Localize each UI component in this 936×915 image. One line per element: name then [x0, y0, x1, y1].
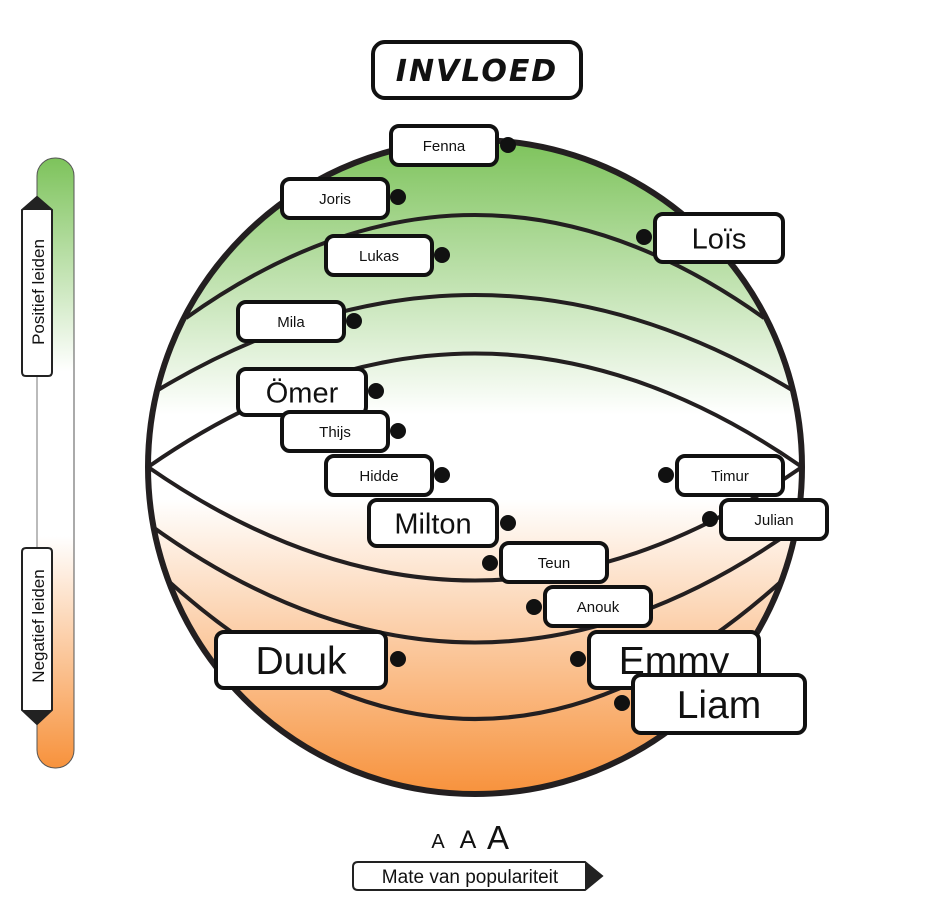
name-box	[324, 234, 434, 277]
name-box	[543, 585, 653, 628]
person-dot	[526, 599, 542, 615]
name-box	[389, 124, 499, 167]
person-teun: Teun	[482, 541, 609, 584]
name-box	[653, 212, 785, 264]
title-box: INVLOED	[371, 40, 583, 100]
name-box	[324, 454, 434, 497]
person-dot	[500, 515, 516, 531]
name-box	[367, 498, 499, 548]
person-dot	[614, 695, 630, 711]
person-dot	[434, 467, 450, 483]
name-box	[280, 177, 390, 220]
person-dot	[702, 511, 718, 527]
person-julian: Julian	[702, 498, 829, 541]
name-box	[214, 630, 388, 690]
person-name: Anouk	[577, 599, 620, 616]
axis-top-label: Positief leiden	[29, 239, 48, 345]
person-name: Thijs	[319, 424, 351, 441]
person-name: Joris	[319, 191, 351, 208]
popularity-label: Mate van populariteit	[382, 867, 559, 888]
title: INVLOED	[396, 54, 558, 89]
name-box	[675, 454, 785, 497]
person-timur: Timur	[658, 454, 785, 497]
name-box	[631, 673, 807, 735]
person-dot	[368, 383, 384, 399]
person-fenna: Fenna	[389, 124, 516, 167]
person-name: Lukas	[359, 248, 399, 265]
person-dot	[434, 247, 450, 263]
vertical-axis: Positief leiden Negatief leiden	[21, 157, 75, 769]
person-dot	[500, 137, 516, 153]
person-duuk: Duuk	[214, 630, 406, 690]
axis-bottom-label-box: Negatief leiden	[21, 547, 53, 726]
person-dot	[658, 467, 674, 483]
size-legend-large: A	[487, 819, 509, 856]
person-lukas: Lukas	[324, 234, 450, 277]
person-dot	[390, 189, 406, 205]
person-name: Julian	[754, 512, 793, 529]
person-name: Duuk	[255, 640, 347, 683]
person-mila: Mila	[236, 300, 362, 343]
person-name: Liam	[677, 684, 762, 727]
size-legend-small: A	[431, 831, 445, 853]
person-joris: Joris	[280, 177, 406, 220]
person-name: Loïs	[692, 223, 747, 255]
name-box	[236, 300, 346, 343]
person-anouk: Anouk	[526, 585, 653, 628]
person-dot	[346, 313, 362, 329]
popularity-label-box	[352, 861, 604, 891]
name-box	[280, 410, 390, 453]
name-box	[719, 498, 829, 541]
person-milton: Milton	[367, 498, 516, 548]
axis-bottom-label: Negatief leiden	[29, 569, 48, 682]
person-lois: Loïs	[636, 212, 785, 264]
latitude-line-2	[156, 293, 794, 392]
latitude-line-1	[184, 213, 766, 320]
person-name: Ömer	[266, 377, 339, 409]
person-dot	[570, 651, 586, 667]
person-dot	[636, 229, 652, 245]
person-name: Mila	[277, 314, 305, 331]
size-legend-medium: A	[460, 826, 477, 854]
person-dot	[390, 423, 406, 439]
person-dot	[390, 651, 406, 667]
horizontal-axis: A A A Mate van populariteit	[352, 819, 604, 891]
person-name: Timur	[711, 468, 749, 485]
person-name: Teun	[538, 555, 571, 572]
person-omer: Ömer	[236, 367, 384, 417]
person-name: Milton	[394, 508, 471, 540]
person-dot	[482, 555, 498, 571]
axis-top-label-box: Positief leiden	[21, 195, 53, 377]
name-box	[499, 541, 609, 584]
person-name: Fenna	[423, 138, 466, 155]
person-hidde: Hidde	[324, 454, 450, 497]
latitude-line-4	[148, 523, 802, 645]
person-name: Hidde	[359, 468, 398, 485]
person-liam: Liam	[614, 673, 807, 735]
person-thijs: Thijs	[280, 410, 406, 453]
